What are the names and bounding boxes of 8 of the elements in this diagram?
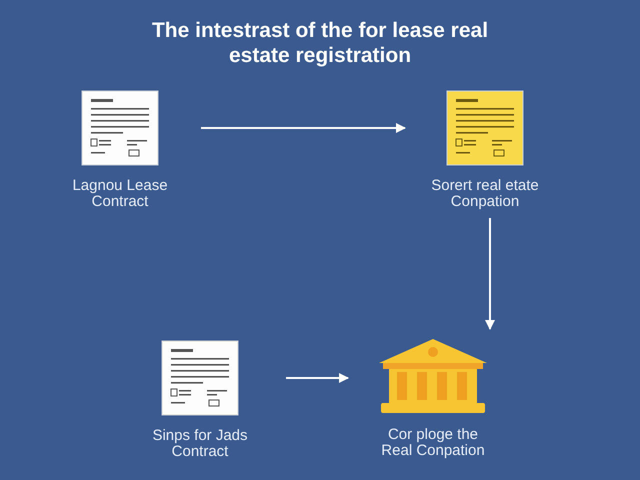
node-label: Lagnou Lease Contract xyxy=(71,178,169,210)
node-label: Cor ploge the Real Conpation xyxy=(380,427,486,459)
arrow xyxy=(286,373,349,383)
node-label: Sorert real etate Conpation xyxy=(430,178,540,210)
arrow xyxy=(201,123,406,133)
title: The intestrast of the for lease real estate registration xyxy=(150,18,490,68)
node-label: Sinps for Jads Contract xyxy=(151,428,249,460)
arrow xyxy=(485,218,495,330)
